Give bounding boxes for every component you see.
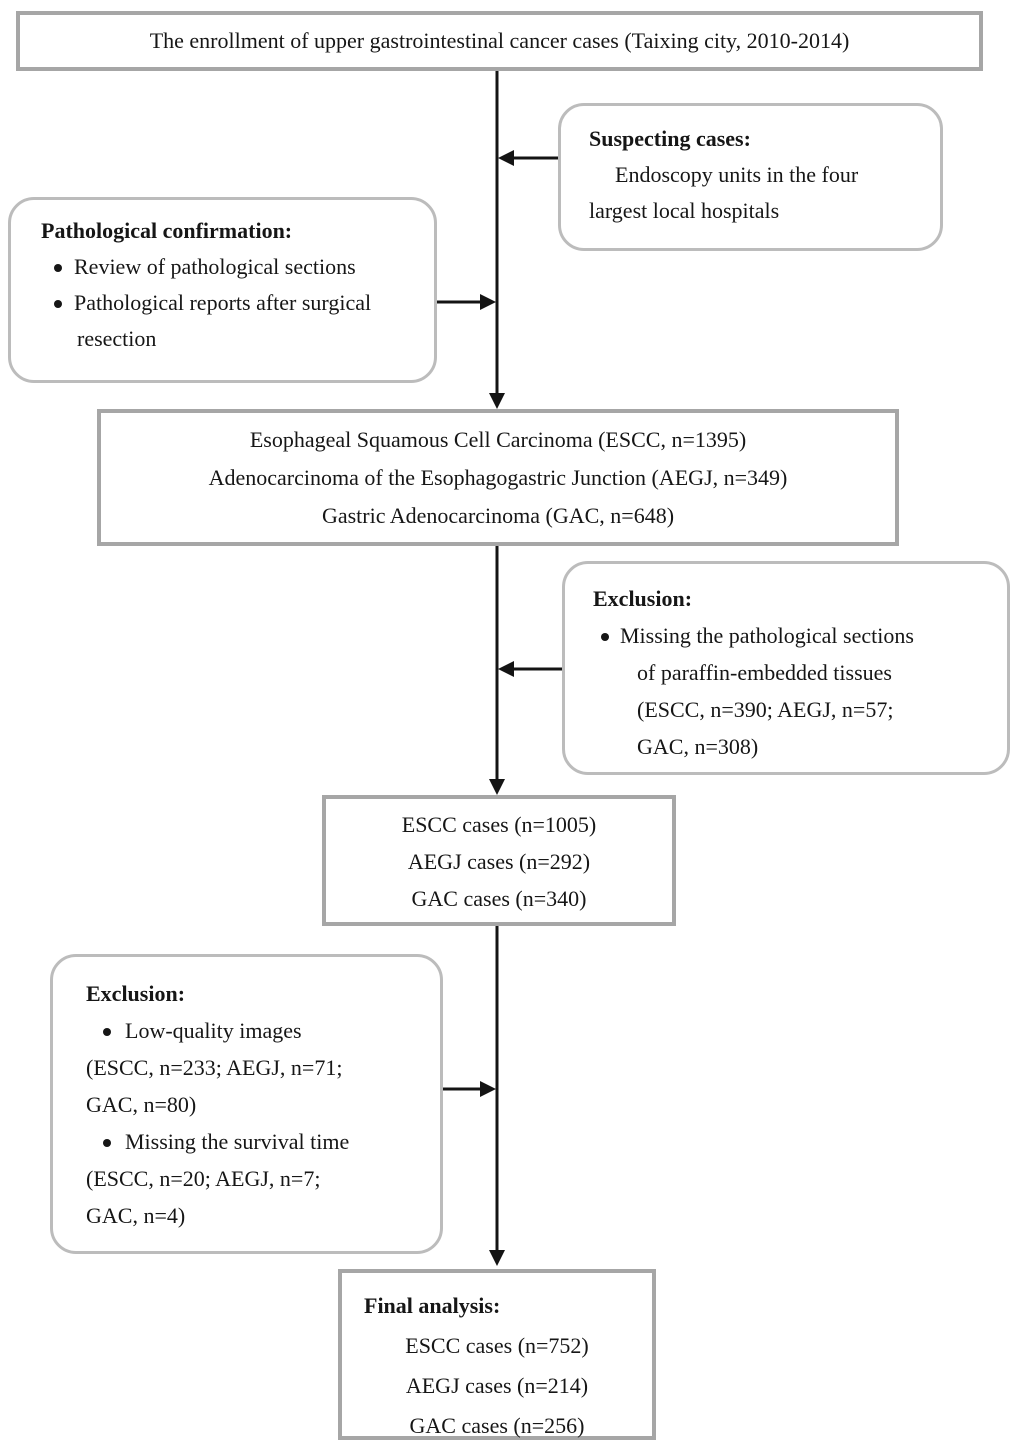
final-analysis-box: Final analysis: ESCC cases (n=752) AEGJ … xyxy=(338,1269,656,1440)
diagnoses-line: Gastric Adenocarcinoma (GAC, n=648) xyxy=(321,503,675,528)
exclusion-2-bullet-text: Missing the survival time xyxy=(125,1129,350,1154)
pathological-bullet-text: Pathological reports after surgical xyxy=(74,290,372,315)
suspecting-line: Endoscopy units in the four xyxy=(615,162,859,187)
interim-cases-box: ESCC cases (n=1005) AEGJ cases (n=292) G… xyxy=(322,795,676,926)
suspecting-line: largest local hospitals xyxy=(589,198,780,223)
pathological-confirmation-box: Pathological confirmation: Review of pat… xyxy=(8,197,437,383)
pathological-bullet-text: resection xyxy=(77,326,157,351)
exclusion-2-bullet-text: (ESCC, n=233; AEGJ, n=71; xyxy=(86,1055,343,1080)
arrow-down-icon xyxy=(489,393,505,409)
arrow-left-icon xyxy=(498,661,514,677)
exclusion-1-bullet-text: GAC, n=308) xyxy=(637,734,759,759)
arrow-down-icon xyxy=(489,1250,505,1266)
final-analysis-line: AEGJ cases (n=214) xyxy=(405,1373,589,1398)
pathological-bullet: Review of pathological sections xyxy=(41,249,420,285)
exclusion-2-title: Exclusion: xyxy=(86,981,186,1006)
exclusion-1-bullet: Missing the pathological sections xyxy=(593,617,993,654)
final-analysis-line: ESCC cases (n=752) xyxy=(405,1333,589,1358)
exclusion-2-bullet-text: (ESCC, n=20; AEGJ, n=7; xyxy=(86,1166,321,1191)
final-analysis-title: Final analysis: xyxy=(364,1293,501,1318)
pathological-title: Pathological confirmation: xyxy=(41,218,293,243)
suspecting-cases-box: Suspecting cases: Endoscopy units in the… xyxy=(558,103,943,251)
bullet-icon xyxy=(103,1027,111,1036)
diagnoses-line: Esophageal Squamous Cell Carcinoma (ESCC… xyxy=(249,427,747,452)
exclusion-2-bullet-text: GAC, n=80) xyxy=(86,1092,197,1117)
interim-cases-line: GAC cases (n=340) xyxy=(411,886,587,911)
interim-cases-line: ESCC cases (n=1005) xyxy=(401,812,597,837)
exclusion-2-bullet-text: GAC, n=4) xyxy=(86,1203,186,1228)
arrow-left-icon xyxy=(498,150,514,166)
pathological-bullet: Pathological reports after surgical xyxy=(41,285,420,321)
exclusion-2-bullet-text: Low-quality images xyxy=(125,1018,302,1043)
arrow-right-icon xyxy=(480,294,496,310)
exclusion-1-bullet-text: of paraffin-embedded tissues xyxy=(637,660,892,685)
pathological-bullet-text: Review of pathological sections xyxy=(74,254,356,279)
bullet-icon xyxy=(601,632,609,641)
enrollment-text: The enrollment of upper gastrointestinal… xyxy=(149,28,850,53)
exclusion-1-box: Exclusion: Missing the pathological sect… xyxy=(562,561,1010,775)
bullet-icon xyxy=(103,1138,111,1147)
diagnoses-line: Adenocarcinoma of the Esophagogastric Ju… xyxy=(208,465,788,490)
exclusion-1-title: Exclusion: xyxy=(593,586,693,611)
final-analysis-line: GAC cases (n=256) xyxy=(409,1413,585,1438)
exclusion-2-box: Exclusion: Low-quality images (ESCC, n=2… xyxy=(50,954,443,1254)
enrollment-box: The enrollment of upper gastrointestinal… xyxy=(16,11,983,71)
interim-cases-line: AEGJ cases (n=292) xyxy=(407,849,591,874)
exclusion-2-bullet: Low-quality images xyxy=(86,1012,428,1049)
exclusion-1-bullet-text: Missing the pathological sections xyxy=(620,623,914,648)
arrow-right-icon xyxy=(480,1081,496,1097)
diagnoses-box: Esophageal Squamous Cell Carcinoma (ESCC… xyxy=(97,409,899,546)
exclusion-1-bullet-text: (ESCC, n=390; AEGJ, n=57; xyxy=(637,697,894,722)
suspecting-title: Suspecting cases: xyxy=(589,126,751,151)
exclusion-2-bullet: Missing the survival time xyxy=(86,1123,428,1160)
arrow-down-icon xyxy=(489,779,505,795)
bullet-icon xyxy=(54,300,62,308)
bullet-icon xyxy=(54,264,62,272)
